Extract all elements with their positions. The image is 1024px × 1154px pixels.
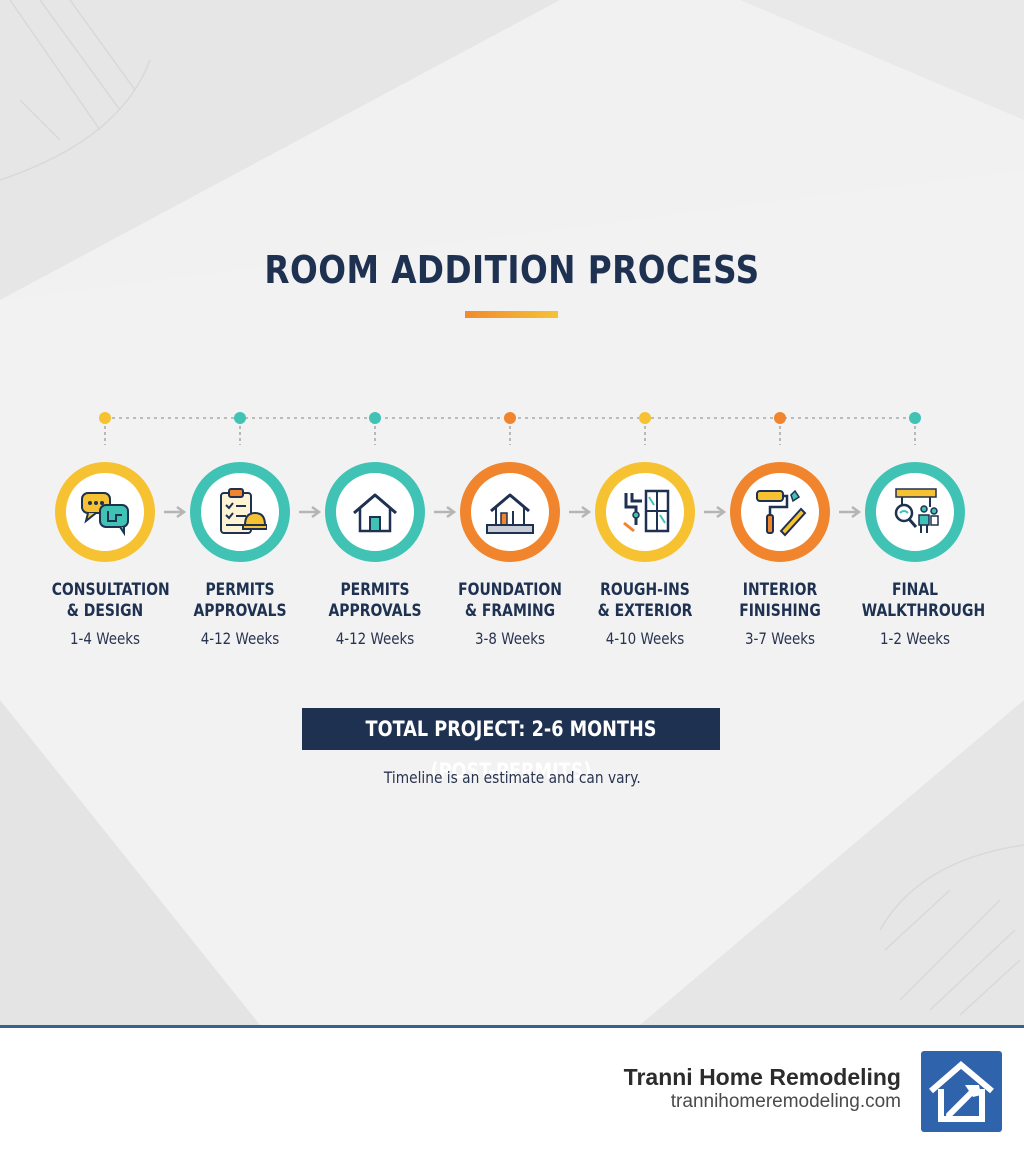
timeline-connector: [99, 412, 921, 445]
step-duration: 1-2 Weeks: [879, 629, 951, 648]
step-duration: 1-4 Weeks: [69, 629, 141, 648]
step-title-line2: WALKTHROUGH: [861, 601, 986, 621]
footer: [0, 1025, 1024, 1154]
pipes-window-icon: [595, 462, 695, 562]
brand-name: Tranni Home Remodeling: [623, 1064, 901, 1090]
arrow-right-icon: [569, 505, 592, 519]
step-title-line1: INTERIOR: [742, 580, 818, 600]
timeline-note: Timeline is an estimate and can vary.: [0, 768, 1024, 787]
step-title: ROUGH-INS& EXTERIOR: [592, 580, 699, 622]
clipboard-hardhat-icon: [190, 462, 290, 562]
timeline-dot: [369, 412, 381, 424]
brand-url[interactable]: trannihomeremodeling.com: [670, 1091, 901, 1112]
house-icon: [325, 462, 425, 562]
step-title: FOUNDATION& FRAMING: [457, 580, 564, 622]
chat-bubbles-icon: [55, 462, 155, 562]
timeline-note-text: Timeline is an estimate and can vary.: [383, 768, 641, 787]
timeline-dot: [99, 412, 111, 424]
step-title-line2: APPROVALS: [328, 601, 422, 621]
step-duration: 4-12 Weeks: [335, 629, 415, 648]
timeline-dot: [504, 412, 516, 424]
timeline-dot: [909, 412, 921, 424]
timeline-dot: [639, 412, 651, 424]
arrow-right-icon: [704, 505, 727, 519]
step-title-line2: & EXTERIOR: [597, 601, 693, 621]
paint-roller-icon: [730, 462, 830, 562]
inspection-icon: [865, 462, 965, 562]
arrow-right-icon: [839, 505, 862, 519]
step-title-line1: FINAL: [891, 580, 939, 600]
arrow-right-icon: [299, 505, 322, 519]
step-duration: 4-10 Weeks: [605, 629, 685, 648]
step-title-line2: FINISHING: [739, 601, 821, 621]
step-title: CONSULTATION& DESIGN: [51, 580, 170, 622]
step-title-line1: ROUGH-INS: [600, 580, 690, 600]
step-duration: 4-12 Weeks: [200, 629, 280, 648]
house-frame-icon: [460, 462, 560, 562]
background-shapes: [0, 0, 1024, 1016]
step-title-line1: PERMITS: [205, 580, 275, 600]
arrow-right-icon: [164, 505, 187, 519]
step-duration: 3-7 Weeks: [744, 629, 816, 648]
step-title-line1: CONSULTATION: [51, 580, 170, 600]
timeline-dot: [234, 412, 246, 424]
total-project-banner: TOTAL PROJECT: 2-6 MONTHS (POST-PERMITS): [302, 708, 720, 783]
step-title-line1: FOUNDATION: [458, 580, 562, 600]
house-hammer-logo-icon: [921, 1051, 1002, 1132]
arrow-right-icon: [434, 505, 457, 519]
step-title-line2: & FRAMING: [464, 601, 556, 621]
step-duration: 3-8 Weeks: [474, 629, 546, 648]
page-title: ROOM ADDITION PROCESS: [264, 248, 760, 292]
infographic-canvas: ROOM ADDITION PROCESS CONSULTATION& DESI…: [0, 0, 1024, 1016]
step-title-line1: PERMITS: [340, 580, 410, 600]
step-title-line2: APPROVALS: [193, 601, 287, 621]
step-title-line2: & DESIGN: [66, 601, 144, 621]
timeline-dot: [774, 412, 786, 424]
title-underline: [465, 311, 558, 318]
total-project-label: TOTAL PROJECT: 2-6 MONTHS (POST-PERMITS): [365, 717, 657, 783]
